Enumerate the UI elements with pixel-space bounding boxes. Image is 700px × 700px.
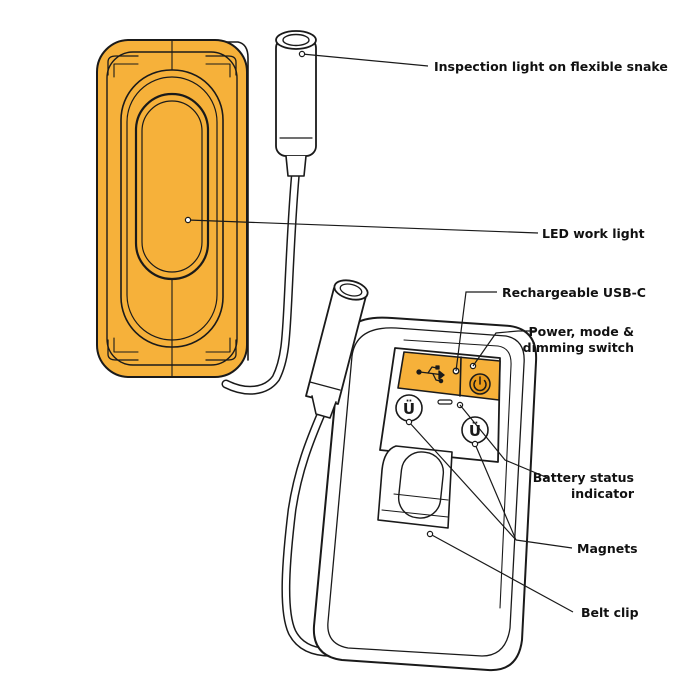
magnet-icon: Ü: [461, 416, 489, 444]
label-magnets: Magnets: [577, 541, 638, 556]
power-icon: [469, 373, 491, 395]
label-battery-indicator: Battery status indicator: [533, 470, 634, 502]
back-view: Ü Ü: [281, 279, 538, 672]
back-inspection-light: [305, 279, 369, 419]
front-view: [96, 30, 317, 395]
magnet-icon: Ü: [395, 394, 423, 422]
usb-icon: [416, 365, 445, 384]
belt-clip: [377, 445, 453, 529]
battery-indicator: [437, 399, 453, 405]
label-power-switch-line1: Power, mode &: [528, 324, 635, 339]
label-led-work-light: LED work light: [542, 226, 645, 241]
front-back-plate: [221, 41, 249, 361]
label-belt-clip: Belt clip: [581, 605, 639, 620]
label-usb-c: Rechargeable USB-C: [502, 285, 646, 300]
label-inspection-light: Inspection light on flexible snake: [434, 59, 668, 74]
magnet-glyph-right: Ü: [469, 421, 481, 440]
label-battery-line1: Battery status: [532, 470, 634, 485]
label-power-switch: Power, mode & dimming switch: [523, 324, 634, 356]
label-battery-line2: indicator: [571, 486, 634, 501]
label-power-switch-line2: dimming switch: [522, 340, 634, 355]
leader-lines: [184, 50, 574, 613]
front-inspection-light: [275, 30, 317, 177]
led-lens: [134, 92, 210, 281]
magnet-glyph-left: Ü: [403, 399, 415, 418]
